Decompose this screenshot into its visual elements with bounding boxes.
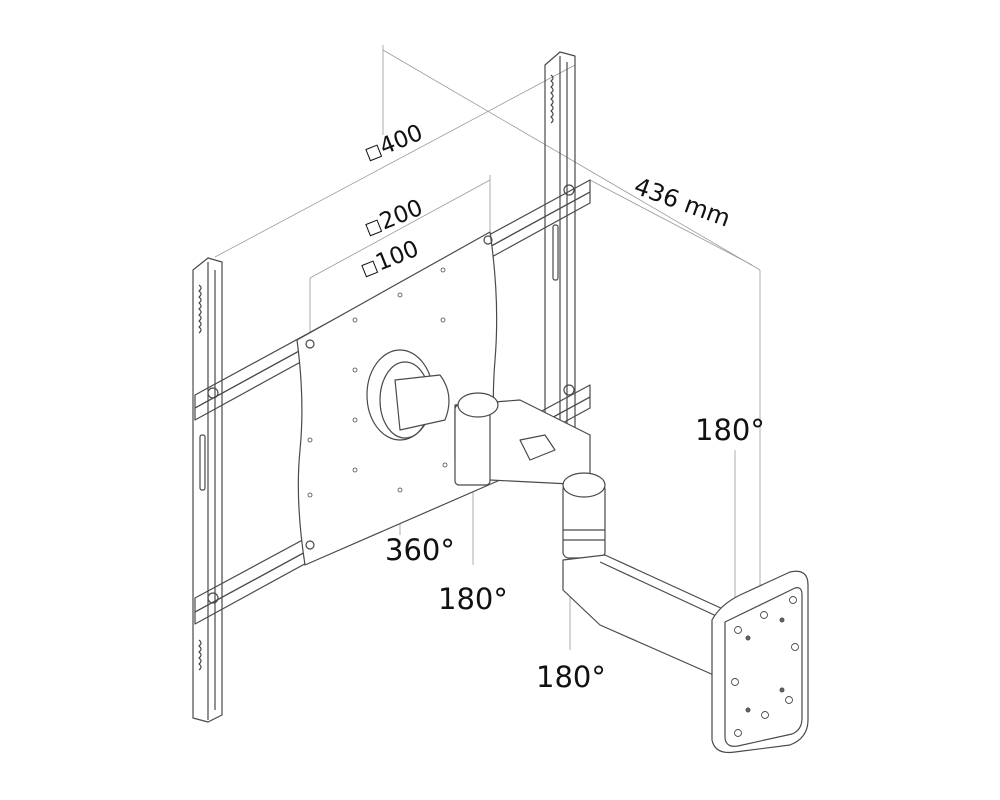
arm-segment-1 — [454, 392, 591, 486]
rotation-joint2-label: 180° — [536, 660, 606, 694]
rotation-360-label: 360° — [385, 533, 455, 567]
dimension-lines — [214, 45, 761, 650]
rotation-wallplate-label: 180° — [695, 413, 765, 447]
end-plate — [711, 570, 809, 754]
tilt-joint — [366, 349, 450, 441]
rotation-joint1-label: 180° — [438, 582, 508, 616]
left-wall-rail — [192, 257, 223, 723]
elbow-joint — [562, 472, 606, 559]
